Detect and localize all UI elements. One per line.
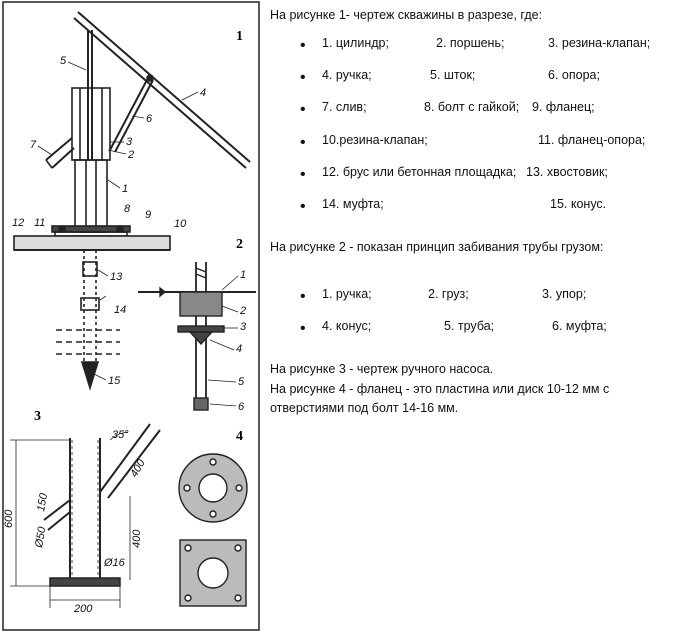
list-item: 6. опора; <box>548 68 600 82</box>
fig1-callout-3: 3 <box>126 136 133 148</box>
fig3-dim-diameter: Ø50 <box>33 525 49 549</box>
section3-line1: На рисунке 3 - чертеж ручного насоса. <box>270 362 494 376</box>
fig1-number: 1 <box>236 29 243 44</box>
figure-2-pipe-driving <box>138 262 256 411</box>
list-item: 5. труба; <box>444 319 495 333</box>
fig1-callout-11: 11 <box>34 217 45 229</box>
fig1-callout-9: 9 <box>145 209 151 221</box>
list-item: 13. хвостовик; <box>526 165 608 179</box>
fig3-dim-spout: 150 <box>35 491 50 512</box>
list-item: 1. ручка; <box>322 287 372 301</box>
bullet-icon: • <box>300 198 306 215</box>
figure-4-flanges <box>178 453 248 607</box>
fig3-number: 3 <box>34 409 41 424</box>
fig3-dim-height: 600 <box>3 509 15 528</box>
list-item: 2. груз; <box>428 287 469 301</box>
fig1-callout-2: 2 <box>127 149 134 161</box>
fig3-dim-lower: 400 <box>131 529 143 548</box>
fig1-callout-12: 12 <box>12 217 24 229</box>
fig1-callout-15: 15 <box>108 375 121 387</box>
drawing-frame <box>2 1 260 631</box>
section2-intro: На рисунке 2 - показан принцип забивания… <box>270 240 604 254</box>
list-item: 14. муфта; <box>322 197 384 211</box>
fig1-callout-4: 4 <box>200 87 206 99</box>
list-item: 8. болт с гайкой; <box>424 100 520 114</box>
fig2-number: 2 <box>236 237 243 252</box>
list-item: 6. муфта; <box>552 319 607 333</box>
bullet-icon: • <box>300 134 306 151</box>
bullet-icon: • <box>300 37 306 54</box>
fig1-callout-7: 7 <box>30 139 37 151</box>
bullet-icon: • <box>300 101 306 118</box>
list-item: 3. упор; <box>542 287 587 301</box>
bullet-icon: • <box>300 320 306 337</box>
list-item: 11. фланец-опора; <box>538 133 646 147</box>
list-item: 5. шток; <box>430 68 476 82</box>
fig2-callout-1: 1 <box>240 269 246 281</box>
fig3-dim-bolt: Ø16 <box>103 557 126 569</box>
fig1-callout-5: 5 <box>60 55 67 67</box>
fig1-callout-1: 1 <box>122 183 128 195</box>
list-item: 7. слив; <box>322 100 367 114</box>
list-item: 9. фланец; <box>532 100 595 114</box>
section1-intro: На рисунке 1- чертеж скважины в разрезе,… <box>270 8 543 22</box>
list-item: 4. конус; <box>322 319 372 333</box>
figure-1-well-section <box>13 11 251 391</box>
list-item: 4. ручка; <box>322 68 372 82</box>
list-item: 3. резина-клапан; <box>548 36 651 50</box>
fig1-callout-10: 10 <box>174 218 187 230</box>
section3-line3: отверстиями под болт 14-16 мм. <box>270 401 459 415</box>
fig4-number: 4 <box>236 429 243 444</box>
fig2-callout-2: 2 <box>239 305 246 317</box>
fig3-dim-base: 200 <box>73 603 93 615</box>
section3-line2: На рисунке 4 - фланец - это пластина или… <box>270 382 610 396</box>
fig3-dim-handle: 400 <box>128 457 148 480</box>
fig1-callout-14: 14 <box>114 304 126 316</box>
fig2-callout-4: 4 <box>236 343 242 355</box>
fig3-dim-angle: 35° <box>112 429 129 441</box>
list-item: 1. цилиндр; <box>322 36 389 50</box>
list-item: 12. брус или бетонная площадка; <box>322 165 517 179</box>
bullet-icon: • <box>300 166 306 183</box>
fig1-callout-8: 8 <box>124 203 131 215</box>
description-panel: На рисунке 1- чертеж скважины в разрезе,… <box>270 0 695 632</box>
bullet-icon: • <box>300 288 306 305</box>
fig2-callout-3: 3 <box>240 321 247 333</box>
fig1-callout-13: 13 <box>110 271 123 283</box>
fig2-callout-5: 5 <box>238 376 245 388</box>
fig1-callout-6: 6 <box>146 113 153 125</box>
technical-drawing: 1 1 2 3 4 5 6 7 8 9 10 11 12 13 14 15 <box>2 1 260 631</box>
list-item: 10.резина-клапан; <box>322 133 428 147</box>
list-item: 15. конус. <box>550 197 607 211</box>
list-item: 2. поршень; <box>436 36 505 50</box>
figure-3-hand-pump <box>10 423 161 608</box>
bullet-icon: • <box>300 69 306 86</box>
fig2-callout-6: 6 <box>238 401 245 413</box>
